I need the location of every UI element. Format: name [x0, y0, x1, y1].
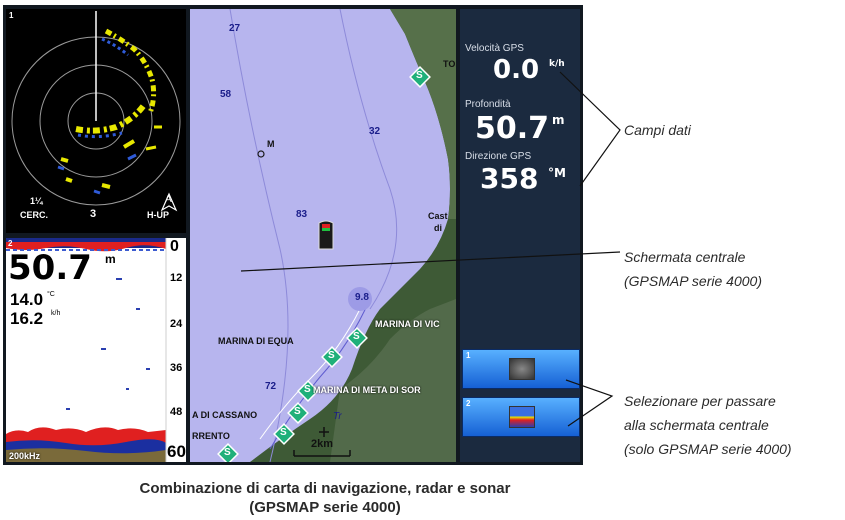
depth-label: 9.8 [355, 292, 369, 303]
service-diamond-icon[interactable]: S [294, 406, 301, 417]
map-scale-label: 2km [311, 438, 334, 450]
annotation-select-line3: (solo GPSMAP serie 4000) [624, 441, 792, 457]
sonar-temperature-unit: °C [47, 291, 55, 298]
thumbnail-number: 2 [466, 399, 471, 408]
sonar-scale-24: 24 [170, 318, 183, 330]
screen-thumbnail-2[interactable]: 2 [462, 397, 580, 437]
sonar-speed-unit: k/h [51, 310, 61, 317]
radar-thumbnail-icon [509, 358, 535, 380]
place-label: Tr [333, 411, 342, 422]
place-label: TOR [443, 59, 456, 69]
radar-echoes [57, 28, 162, 195]
sonar-scale-12: 12 [170, 272, 183, 284]
sonar-frequency: 200kHz [9, 451, 41, 461]
depth-label: 72 [265, 381, 277, 392]
map-marker-label: M [267, 139, 275, 149]
gps-heading-label: Direzione GPS [465, 151, 532, 162]
radar-pane-number: 1 [9, 11, 14, 20]
radar-display [11, 11, 181, 212]
sonar-display [6, 238, 186, 462]
place-label: RRENTO [192, 431, 230, 441]
data-fields-panel[interactable]: Velocità GPS 0.0 k/h Profondità 50.7 m D… [460, 9, 580, 462]
gps-speed-unit: k/h [549, 59, 565, 69]
gps-heading-value: 358 [480, 162, 539, 195]
figure-caption-line2: (GPSMAP serie 4000) [249, 499, 401, 516]
radar-orientation: H-UP [147, 210, 169, 220]
radar-panel[interactable]: 1 1¼ CERC. 3 H-UP A [6, 9, 186, 233]
place-label: MARINA DI META DI SOR [313, 385, 421, 395]
depth-label: 83 [296, 209, 308, 220]
sonar-depth-unit: m [105, 252, 116, 266]
sonar-temperature: 14.0 [10, 290, 44, 309]
service-diamond-icon[interactable]: S [328, 350, 335, 361]
annotation-data-fields: Campi dati [624, 122, 691, 138]
place-label: Cast [428, 211, 448, 221]
service-diamond-icon[interactable]: S [416, 70, 423, 81]
sonar-scale-48: 48 [170, 406, 183, 418]
radar-range-value: 1¼ [30, 196, 43, 206]
figure-caption-line1: Combinazione di carta di navigazione, ra… [139, 480, 511, 497]
place-label: di [434, 223, 442, 233]
chart-display [217, 9, 456, 462]
gps-heading-unit: °M [548, 166, 566, 180]
depth-field-label: Profondità [465, 99, 511, 110]
service-diamond-icon[interactable]: S [353, 331, 360, 342]
annotation-select-line1: Selezionare per passare [624, 393, 776, 409]
depth-label: 58 [220, 89, 232, 100]
compass-icon: A [165, 194, 172, 205]
service-diamond-icon[interactable]: S [224, 447, 231, 458]
navigation-chart-panel[interactable]: 27 58 32 83 9.8 72 M TOR Cast di MARINA … [190, 9, 456, 462]
annotation-center-screen-line1: Schermata centrale [624, 249, 746, 265]
sonar-panel[interactable]: 2 50.7 m 14.0 °C 16.2 k/h 0 12 24 36 48 … [6, 238, 186, 462]
place-label: A DI CASSANO [192, 410, 258, 420]
sonar-pane-number: 2 [8, 239, 13, 248]
radar-range-label: CERC. [20, 210, 49, 220]
place-label: MARINA DI VIC [375, 319, 440, 329]
gps-speed-value: 0.0 [493, 55, 540, 85]
sonar-scale-36: 36 [170, 362, 183, 374]
sonar-speed: 16.2 [10, 309, 44, 328]
depth-field-value: 50.7 [475, 111, 550, 146]
place-label: MARINA DI EQUA [218, 336, 294, 346]
sonar-scale-0: 0 [170, 238, 179, 255]
radar-center-value: 3 [90, 208, 97, 220]
depth-field-unit: m [552, 113, 565, 127]
boat-icon [318, 220, 334, 250]
service-diamond-icon[interactable]: S [304, 384, 311, 395]
screen-thumbnail-1[interactable]: 1 [462, 349, 580, 389]
annotation-center-screen-line2: (GPSMAP serie 4000) [624, 273, 762, 289]
annotation-select-line2: alla schermata centrale [624, 417, 769, 433]
depth-label: 27 [229, 23, 241, 34]
sonar-scale-60: 60 [167, 442, 186, 461]
depth-label: 32 [369, 126, 381, 137]
thumbnail-number: 1 [466, 351, 471, 360]
sonar-thumbnail-icon [509, 406, 535, 428]
gps-speed-label: Velocità GPS [465, 43, 524, 54]
service-diamond-icon[interactable]: S [280, 427, 287, 438]
sonar-depth-value: 50.7 [8, 248, 92, 288]
